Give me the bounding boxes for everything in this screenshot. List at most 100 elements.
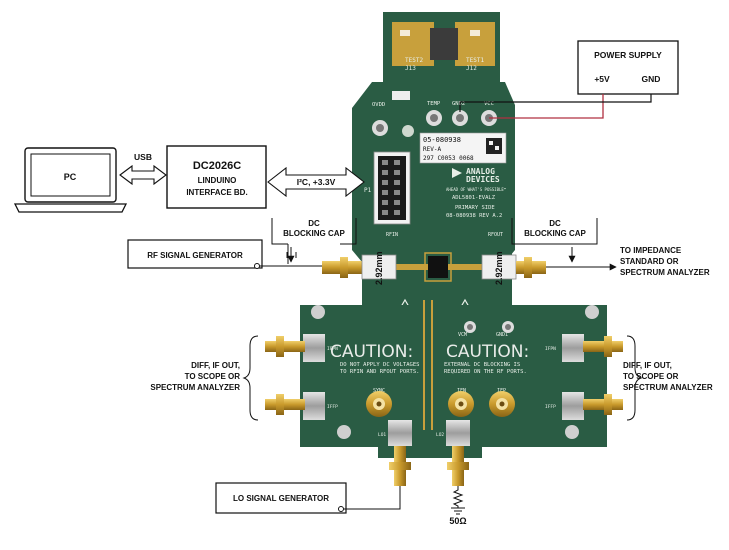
impedance-line3: SPECTRUM ANALYZER	[620, 268, 710, 277]
pin-sync: SYNC	[373, 388, 385, 394]
diff-left-line3: SPECTRUM ANALYZER	[150, 383, 240, 392]
dc-block-left-line2: BLOCKING CAP	[283, 229, 345, 238]
sticker-line-2: REV-A	[423, 146, 441, 153]
test2-ref: J13	[405, 65, 416, 72]
usb-arrow: USB	[119, 152, 167, 186]
caution-left: CAUTION: DO NOT APPLY DC VOLTAGES TO RFI…	[330, 342, 419, 375]
lo-signal-generator-box: LO SIGNAL GENERATOR	[215, 482, 347, 514]
pin-ifp: IFP	[497, 388, 506, 394]
dc-block-left-line1: DC	[308, 219, 320, 228]
rf-gen-label: RF SIGNAL GENERATOR	[147, 251, 243, 260]
caution-left-line-2: TO RFIN AND RFOUT PORTS.	[340, 369, 419, 375]
rfin-label: RFIN	[386, 232, 398, 238]
impedance-label: TO IMPEDANCE STANDARD OR SPECTRUM ANALYZ…	[620, 246, 710, 277]
power-supply-box: POWER SUPPLY +5V GND	[577, 40, 679, 95]
caution-right: CAUTION: EXTERNAL DC BLOCKING IS REQUIRE…	[444, 342, 529, 375]
i2c-arrow: I²C, +3.3V	[267, 166, 365, 198]
pin-vcm: VCM	[458, 332, 467, 338]
dc-blocking-cap-left: DC BLOCKING CAP	[271, 218, 357, 264]
model-number: ADL5801-EVALZ	[452, 195, 496, 201]
pin-gnd2: GND2	[452, 101, 465, 107]
pin-gnd1: GND1	[496, 332, 508, 338]
eval-board: TEST2 J13 TEST1 J12 OVDD TEMP GND2 VCC 0…	[300, 12, 607, 458]
diff-right-line2: TO SCOPE OR	[623, 372, 679, 381]
pin-side-r1: IFPN	[545, 346, 556, 352]
impedance-line2: STANDARD OR	[620, 257, 679, 266]
gnd-wire	[459, 94, 652, 112]
dc2026c-line3: INTERFACE BD.	[186, 188, 247, 197]
pin-side-l2: IFFP	[327, 404, 338, 410]
adl5801-chip	[428, 256, 448, 278]
top-pin-row: OVDD TEMP GND2 VCC	[372, 91, 497, 137]
rfout-2.92mm-label: 2.92mm	[494, 251, 504, 285]
dc2026c-line2: LINDUINO	[198, 176, 237, 185]
rfin-2.92mm-label: 2.92mm	[374, 251, 384, 285]
termination-50ohm: 50Ω	[449, 486, 467, 526]
pc-label: PC	[64, 172, 77, 182]
ground-icon	[451, 507, 465, 515]
test-pad-right	[455, 22, 495, 66]
caution-right-title: CAUTION:	[446, 342, 529, 362]
rfin-sma-cable: 2.92mm	[322, 251, 397, 285]
diff-right-line3: SPECTRUM ANALYZER	[623, 383, 713, 392]
sync-sma-connector	[366, 391, 392, 417]
brand-line-2: DEVICES	[466, 175, 500, 184]
pin-vcc: VCC	[484, 101, 494, 107]
impedance-line1: TO IMPEDANCE	[620, 246, 682, 255]
ifp-sma-connector	[489, 391, 515, 417]
dc-block-right-line2: BLOCKING CAP	[524, 229, 586, 238]
dc2026c-box: DC2026C LINDUINO INTERFACE BD.	[166, 145, 267, 209]
ohm-label: 50Ω	[449, 516, 466, 526]
dc-block-right-line1: DC	[549, 219, 561, 228]
ifn-sma-connector	[448, 391, 474, 417]
test-pad-left	[392, 22, 434, 66]
test2-label: TEST2	[405, 57, 423, 64]
usb-label: USB	[134, 152, 152, 162]
test1-ref: J12	[466, 65, 477, 72]
left-if-sma-connectors	[265, 336, 305, 415]
pin-side-r2: IFFP	[545, 404, 556, 410]
caution-right-line-2: REQUIRED ON THE RF PORTS.	[444, 369, 527, 375]
pc-laptop-icon: PC	[13, 147, 128, 213]
test1-label: TEST1	[466, 57, 484, 64]
caution-left-line-1: DO NOT APPLY DC VOLTAGES	[340, 362, 419, 368]
i2c-label: I²C, +3.3V	[297, 177, 336, 187]
diff-left-line1: DIFF, IF OUT,	[191, 361, 240, 370]
analog-devices-logo: ANALOG DEVICES	[452, 167, 500, 184]
rfout-sma-cable: 2.92mm	[481, 251, 546, 285]
right-brace	[626, 335, 643, 421]
diff-if-right-label: DIFF, IF OUT, TO SCOPE OR SPECTRUM ANALY…	[623, 361, 713, 392]
sticker-line-1: 05-080938	[423, 136, 461, 144]
rf-signal-generator-box: RF SIGNAL GENERATOR	[127, 239, 263, 269]
dc2026c-title: DC2026C	[193, 160, 241, 172]
right-if-sma-connectors	[583, 336, 623, 415]
lo-gen-label: LO SIGNAL GENERATOR	[233, 494, 329, 503]
power-supply-title: POWER SUPPLY	[594, 50, 662, 60]
lo-line	[344, 486, 401, 510]
power-supply-plus5v: +5V	[594, 74, 610, 84]
diff-if-left-label: DIFF, IF OUT, TO SCOPE OR SPECTRUM ANALY…	[150, 361, 240, 392]
header-ref-p1: P1	[364, 187, 372, 194]
lo-sma-connectors	[389, 446, 469, 486]
pin-temp: TEMP	[427, 101, 441, 107]
lo-ref-2: LO2	[436, 432, 444, 438]
sticker-line-3: 297 C0053 0068	[423, 155, 474, 162]
lo-ref-1: LO1	[378, 432, 386, 438]
caution-right-line-1: EXTERNAL DC BLOCKING IS	[444, 362, 520, 368]
diff-left-line2: TO SCOPE OR	[185, 372, 241, 381]
model-rev: 08-080938 REV A.2	[446, 213, 502, 219]
pin-side-l1: IFPN	[327, 346, 338, 352]
left-brace	[242, 335, 259, 421]
pin-ovdd: OVDD	[372, 102, 385, 108]
caution-left-title: CAUTION:	[330, 342, 413, 362]
power-supply-gnd: GND	[642, 74, 661, 84]
rfout-label: RFOUT	[488, 232, 503, 238]
dc-blocking-cap-right: DC BLOCKING CAP	[511, 218, 598, 263]
serial-sticker: 05-080938 REV-A 297 C0053 0068	[419, 132, 507, 164]
pin-ifn: IFN	[457, 388, 466, 394]
brand-line-1: ANALOG	[466, 167, 495, 176]
diff-right-line1: DIFF, IF OUT,	[623, 361, 672, 370]
brand-tagline: AHEAD OF WHAT'S POSSIBLE™	[446, 187, 507, 192]
model-side: PRIMARY SIDE	[455, 205, 495, 211]
